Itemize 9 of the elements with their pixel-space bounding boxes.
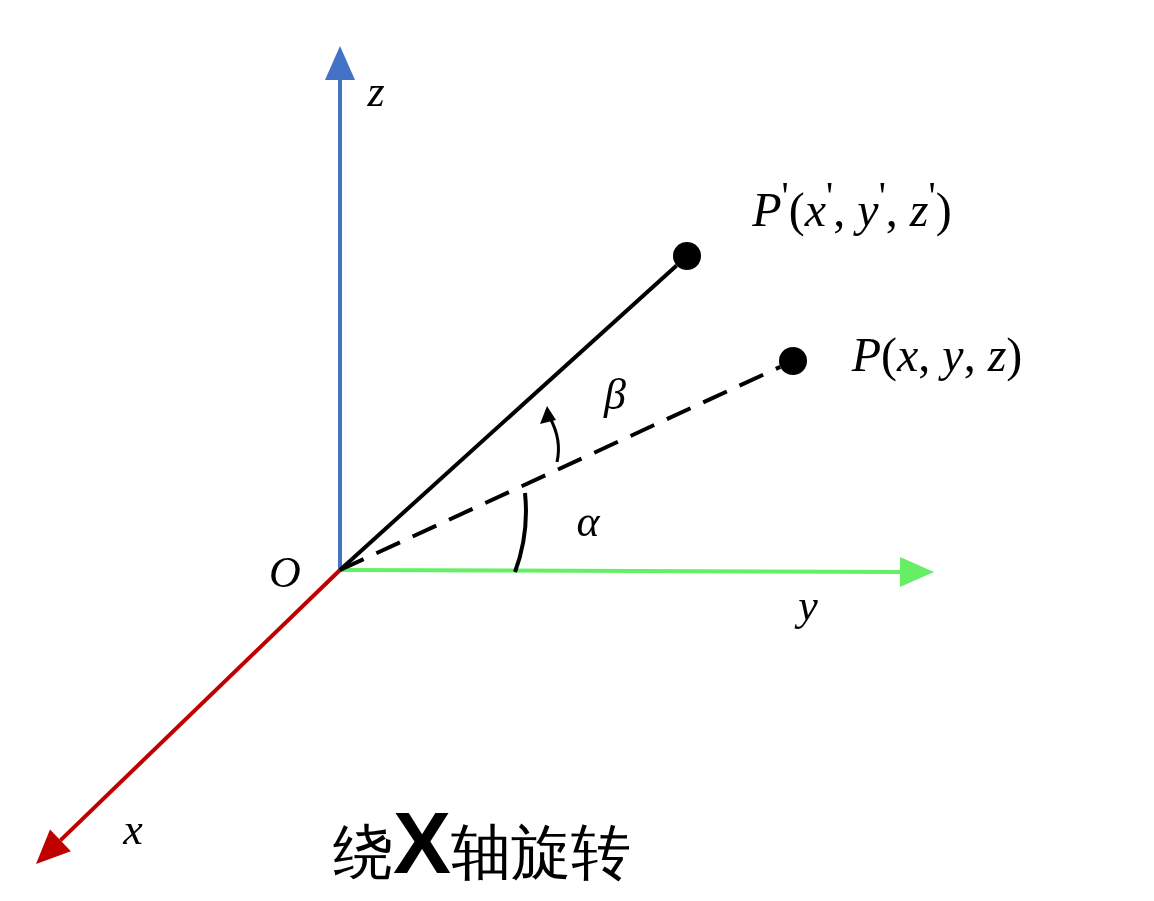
point-dot <box>673 242 701 270</box>
angle-label: α <box>576 500 600 544</box>
axis-label: x <box>123 808 143 852</box>
axis-label: z <box>367 70 385 114</box>
origin-label: O <box>269 551 301 595</box>
line-segment <box>339 365 782 572</box>
angle-label: β <box>604 373 626 417</box>
point-dot <box>779 347 807 375</box>
caption: 绕X轴旋转 <box>333 798 631 886</box>
